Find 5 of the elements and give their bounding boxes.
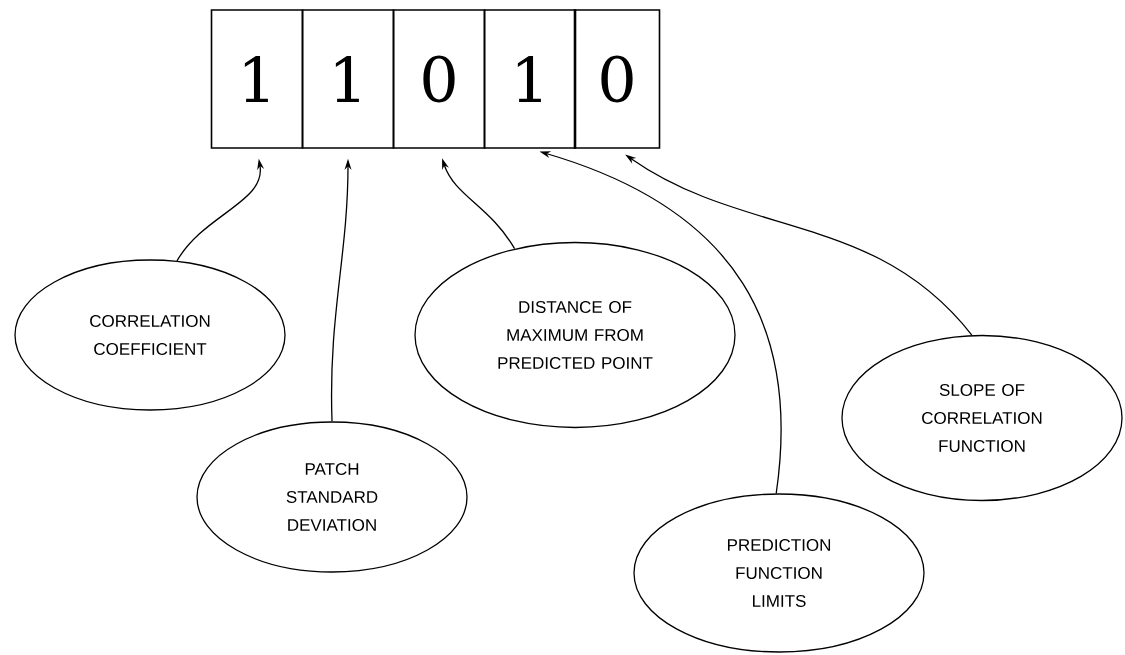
digit-cell: 0 [573,9,661,149]
digit-cell: 1 [301,9,395,149]
digit-cell: 1 [210,9,304,149]
digit-cell: 0 [392,9,486,149]
digit-cell: 1 [483,9,577,149]
